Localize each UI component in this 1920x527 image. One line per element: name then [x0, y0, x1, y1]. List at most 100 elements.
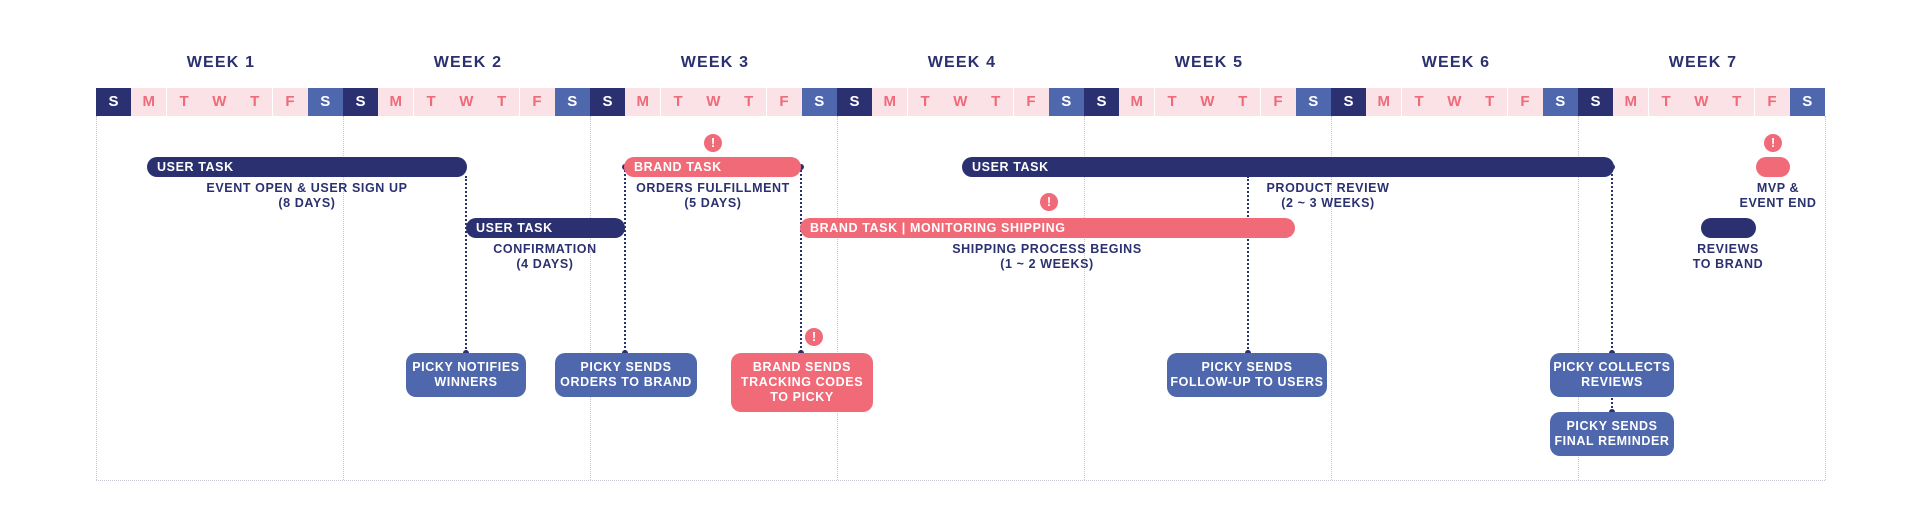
day-cell-w1-d1: S — [96, 88, 131, 116]
day-cell-w6-d3: T — [1401, 88, 1437, 116]
week-label-1: WEEK 1 — [186, 54, 256, 71]
caption-product-review: PRODUCT REVIEW (2 ~ 3 WEEKS) — [1233, 181, 1423, 211]
alert-icon: ! — [1040, 193, 1058, 211]
box-line: TRACKING CODES — [740, 375, 864, 389]
day-cell-w2-d5: T — [484, 88, 520, 116]
caption-line: ORDERS FULFILLMENT — [636, 181, 790, 195]
week-label-7: WEEK 7 — [1668, 54, 1738, 71]
day-cell-w1-d2: M — [131, 88, 167, 116]
caption-line: (8 DAYS) — [278, 196, 336, 210]
day-cell-w4-d3: T — [907, 88, 943, 116]
caption-mvp-end: MVP & EVENT END — [1733, 181, 1823, 211]
day-cell-w7-d1: S — [1578, 88, 1613, 116]
day-cell-w7-d5: T — [1719, 88, 1755, 116]
day-cell-w1-d5: T — [237, 88, 273, 116]
day-cell-w5-d4: W — [1189, 88, 1225, 116]
reviews-bar — [1701, 218, 1756, 238]
mvp-bar — [1756, 157, 1790, 177]
day-cell-w2-d3: T — [413, 88, 449, 116]
day-cell-w7-d7: S — [1789, 88, 1825, 116]
day-cell-w6-d7: S — [1542, 88, 1578, 116]
grid-bottom-line — [96, 480, 1825, 481]
user-task-bar-1: USER TASK — [147, 157, 467, 177]
brand-task-bar-1: BRAND TASK — [624, 157, 801, 177]
box-line: PICKY NOTIFIES — [412, 360, 520, 374]
day-cell-w1-d7: S — [307, 88, 343, 116]
day-cell-w3-d7: S — [801, 88, 837, 116]
day-cell-w6-d1: S — [1331, 88, 1366, 116]
grid-line-6 — [1578, 116, 1579, 480]
connector-notifies — [465, 176, 467, 352]
day-cell-w6-d5: T — [1472, 88, 1508, 116]
connector-dot — [798, 164, 804, 170]
day-cell-w5-d6: F — [1260, 88, 1296, 116]
box-line: ORDERS TO BRAND — [560, 375, 692, 389]
day-cell-w6-d4: W — [1436, 88, 1472, 116]
box-line: WINNERS — [434, 375, 498, 389]
day-cell-w1-d3: T — [166, 88, 202, 116]
day-cell-w2-d1: S — [343, 88, 378, 116]
box-line: FINAL REMINDER — [1554, 434, 1670, 448]
box-line: PICKY COLLECTS — [1553, 360, 1671, 374]
day-cell-w2-d6: F — [519, 88, 555, 116]
connector-orders — [624, 166, 626, 352]
day-cell-w7-d4: W — [1683, 88, 1719, 116]
day-cell-w3-d5: T — [731, 88, 767, 116]
caption-line: TO BRAND — [1692, 257, 1764, 271]
grid-line-7 — [1825, 116, 1826, 480]
box-line: REVIEWS — [1581, 375, 1643, 389]
box-line: PICKY SENDS — [1566, 419, 1658, 433]
user-task-bar-3: USER TASK — [962, 157, 1614, 177]
day-cell-w4-d1: S — [837, 88, 872, 116]
caption-line: EVENT END — [1739, 196, 1817, 210]
connector-followup — [1247, 176, 1249, 352]
grid-line-4 — [1084, 116, 1085, 480]
caption-line: SHIPPING PROCESS BEGINS — [952, 242, 1142, 256]
day-cell-w6-d6: F — [1507, 88, 1543, 116]
day-cell-w6-d2: M — [1366, 88, 1402, 116]
grid-line-1 — [343, 116, 344, 480]
caption-shipping: SHIPPING PROCESS BEGINS (1 ~ 2 WEEKS) — [927, 242, 1167, 272]
day-cell-w7-d2: M — [1613, 88, 1649, 116]
box-line: PICKY SENDS — [580, 360, 672, 374]
day-cell-w3-d1: S — [590, 88, 625, 116]
week-label-5: WEEK 5 — [1174, 54, 1244, 71]
week-label-2: WEEK 2 — [433, 54, 503, 71]
caption-confirmation: CONFIRMATION (4 DAYS) — [465, 242, 625, 272]
grid-line-3 — [837, 116, 838, 480]
alert-icon: ! — [805, 328, 823, 346]
day-cell-w5-d7: S — [1295, 88, 1331, 116]
day-cell-w5-d5: T — [1225, 88, 1261, 116]
caption-line: CONFIRMATION — [493, 242, 597, 256]
day-cell-w3-d6: F — [766, 88, 802, 116]
day-cell-w3-d2: M — [625, 88, 661, 116]
day-cell-w7-d3: T — [1648, 88, 1684, 116]
alert-icon: ! — [704, 134, 722, 152]
grid-line-0 — [96, 116, 97, 480]
day-cell-w4-d2: M — [872, 88, 908, 116]
caption-event-open: EVENT OPEN & USER SIGN UP (8 DAYS) — [187, 181, 427, 211]
caption-line: MVP & — [1756, 181, 1800, 195]
day-cell-w4-d6: F — [1013, 88, 1049, 116]
day-cell-w5-d2: M — [1119, 88, 1155, 116]
caption-line: (2 ~ 3 WEEKS) — [1281, 196, 1375, 210]
week-label-3: WEEK 3 — [680, 54, 750, 71]
day-cell-w4-d4: W — [942, 88, 978, 116]
caption-line: PRODUCT REVIEW — [1266, 181, 1390, 195]
day-cell-w7-d6: F — [1754, 88, 1790, 116]
day-cell-w5-d3: T — [1154, 88, 1190, 116]
box-line: TO PICKY — [770, 390, 834, 404]
caption-line: (1 ~ 2 WEEKS) — [1000, 257, 1094, 271]
connector-reviews — [1611, 166, 1613, 412]
day-cell-w2-d7: S — [554, 88, 590, 116]
caption-reviews-brand: REVIEWS TO BRAND — [1683, 242, 1773, 272]
grid-line-5 — [1331, 116, 1332, 480]
user-task-bar-2: USER TASK — [466, 218, 625, 238]
brand-monitoring-bar: BRAND TASK | MONITORING SHIPPING — [800, 218, 1295, 238]
caption-line: (4 DAYS) — [516, 257, 574, 271]
box-line: BRAND SENDS — [752, 360, 852, 374]
